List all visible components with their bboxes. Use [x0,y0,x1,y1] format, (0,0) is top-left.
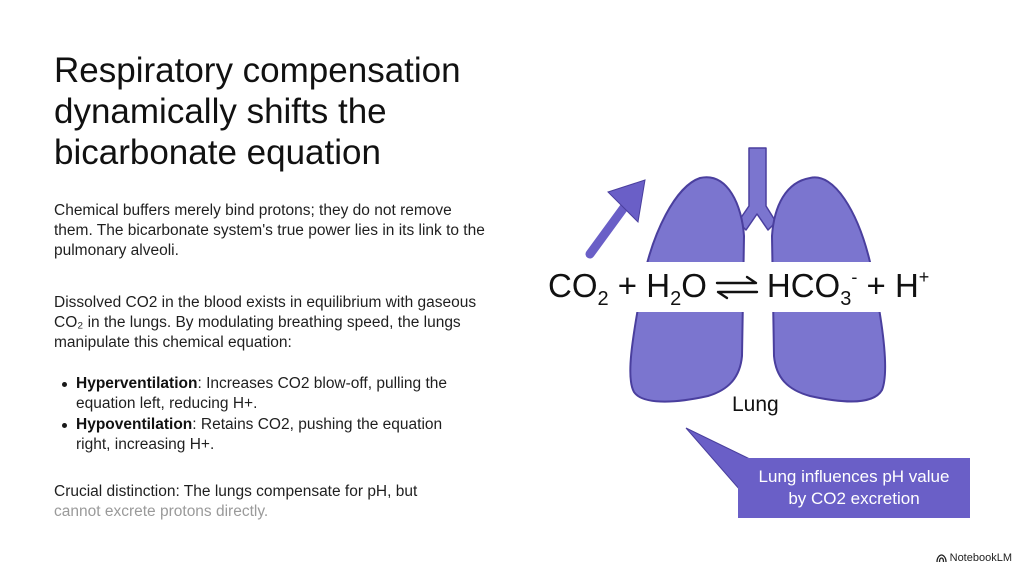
equation-plus-h: + H [608,267,671,304]
list-item: Hyperventilation: Increases CO2 blow-off… [60,374,480,414]
equation-backdrop [545,262,985,312]
lung-diagram [545,147,985,491]
equilibrium-arrows-icon [715,275,759,300]
callout-box: Lung influences pH value by CO2 excretio… [738,458,970,518]
distinction-line-1: Crucial distinction: The lungs compensat… [54,483,418,500]
title-line-1: Respiratory compensation [54,51,461,90]
ventilation-list: Hyperventilation: Increases CO2 blow-off… [60,374,480,456]
slide-title: Respiratory compensation dynamically shi… [54,50,524,173]
callout-line-1: Lung influences pH value [758,467,950,486]
distinction-line-2: cannot excrete protons directly. [54,503,269,520]
equation-h-charge: + [918,267,930,287]
bullet-term: Hypoventilation [76,416,193,433]
equation-plus-h2: + H [857,267,919,304]
equation-hco-charge: - [851,267,858,287]
brand-name: NotebookLM [949,552,1012,564]
notebooklm-logo-icon [935,553,947,562]
bullet-term: Hyperventilation [76,375,198,392]
equation-h-subscript: 2 [670,288,682,310]
distinction-paragraph: Crucial distinction: The lungs compensat… [54,482,494,522]
equation-hco-subscript: 3 [840,288,852,310]
lung-label: Lung [732,393,779,416]
equilibrium-paragraph: Dissolved CO2 in the blood exists in equ… [54,294,477,351]
callout-line-2: by CO2 excretion [788,489,920,508]
equation-o: O [681,267,707,304]
brand-watermark: NotebookLM [935,552,1012,564]
arrow-up-right-icon [585,179,646,259]
title-line-3: bicarbonate equation [54,133,381,172]
equation-hco: HCO [766,267,841,304]
list-item: Hypoventilation: Retains CO2, pushing th… [60,415,480,455]
bullet-text: : Increases CO2 blow-off, pulling the eq… [76,375,448,412]
equation-co-subscript: 2 [597,288,609,310]
equation-co: CO [548,267,598,304]
title-line-2: dynamically shifts the [54,92,387,131]
intro-paragraph: Chemical buffers merely bind protons; th… [54,202,485,259]
bullet-text: : Retains CO2, pushing the equation righ… [76,416,443,453]
